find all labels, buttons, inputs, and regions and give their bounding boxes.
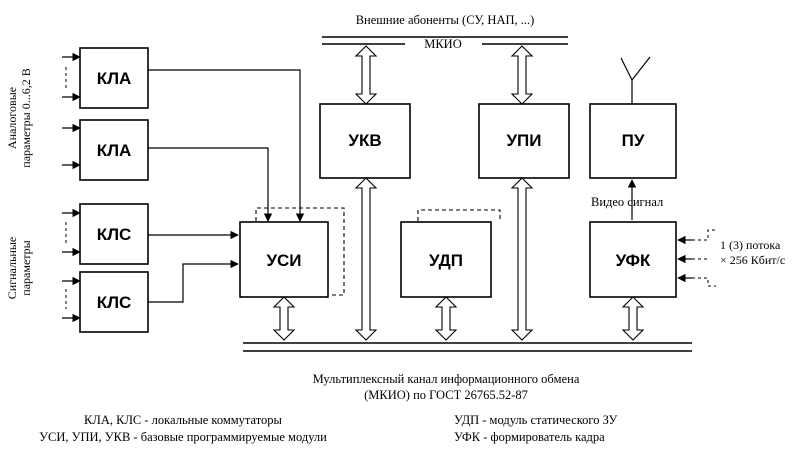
- kla1-block: [79, 47, 149, 109]
- antenna-right-arm: [631, 56, 651, 81]
- usi-dashed-outline: [255, 207, 345, 296]
- usi-label: УСИ: [266, 251, 301, 270]
- signal-params-label-line1: Сигнальные: [5, 237, 19, 299]
- legend-right-line2: УФК - формирователь кадра: [454, 430, 605, 444]
- signal-params-label-line2: параметры: [19, 240, 33, 295]
- video-signal-label: Видео сигнал: [591, 195, 663, 209]
- upi-label: УПИ: [506, 131, 541, 150]
- legend-right-line1: УДП - модуль статического ЗУ: [454, 413, 618, 427]
- ufk-block: [589, 221, 677, 298]
- kla2-label: КЛА: [97, 141, 132, 160]
- kla2-block: [79, 119, 149, 181]
- usi-block: [239, 221, 329, 298]
- pu-block: [589, 103, 677, 179]
- udp-block: [400, 221, 492, 298]
- ufk-bottom-link-arrow: [621, 296, 645, 341]
- usi-bottom-link-arrow: [272, 296, 296, 341]
- analog-params-label-line1: Аналоговые: [5, 87, 19, 149]
- ukv-block: [319, 103, 411, 179]
- kls2-to-usi-line: [148, 259, 239, 303]
- udp-bottom-link-arrow: [434, 296, 458, 341]
- ufk-stream-bracket-bottom: [692, 277, 716, 287]
- antenna-left-arm: [620, 57, 633, 81]
- kls1-block: [79, 203, 149, 265]
- kls2-label: КЛС: [97, 293, 132, 312]
- kla1-to-usi-line: [148, 69, 305, 222]
- legend-left-line2: УСИ, УПИ, УКВ - базовые программируемые …: [39, 430, 327, 444]
- kls2-block: [79, 271, 149, 333]
- ukv-label: УКВ: [348, 131, 381, 150]
- kla2-to-usi-line: [148, 147, 273, 222]
- stream-label-line1: 1 (3) потока: [720, 238, 781, 252]
- legend-left-line1: КЛА, КЛС - локальные коммутаторы: [84, 413, 283, 427]
- ufk-stream-bracket-top: [692, 229, 716, 241]
- ukv-top-link-arrow: [354, 45, 378, 105]
- stream-label-line2: × 256 Кбит/с: [720, 253, 785, 267]
- top-bus-label: МКИО: [424, 37, 462, 51]
- udp-label: УДП: [429, 251, 463, 270]
- pu-label: ПУ: [622, 131, 645, 150]
- ukv-bottom-link-arrow: [354, 177, 378, 341]
- ufk-label: УФК: [616, 251, 651, 270]
- bottom-bus-label-line1: Мультиплексный канал информационного обм…: [313, 372, 580, 386]
- bottom-bus-label-line2: (МКИО) по ГОСТ 26765.52-87: [364, 388, 528, 402]
- upi-bottom-link-arrow: [510, 177, 534, 341]
- analog-params-label-line2: параметры 0...6,2 В: [19, 68, 33, 167]
- external-subscribers-label: Внешние абоненты (СУ, НАП, ...): [356, 13, 535, 27]
- kls1-label: КЛС: [97, 225, 132, 244]
- udp-dashed-outline: [417, 209, 501, 222]
- upi-block: [478, 103, 570, 179]
- upi-top-link-arrow: [510, 45, 534, 105]
- kla1-label: КЛА: [97, 69, 132, 88]
